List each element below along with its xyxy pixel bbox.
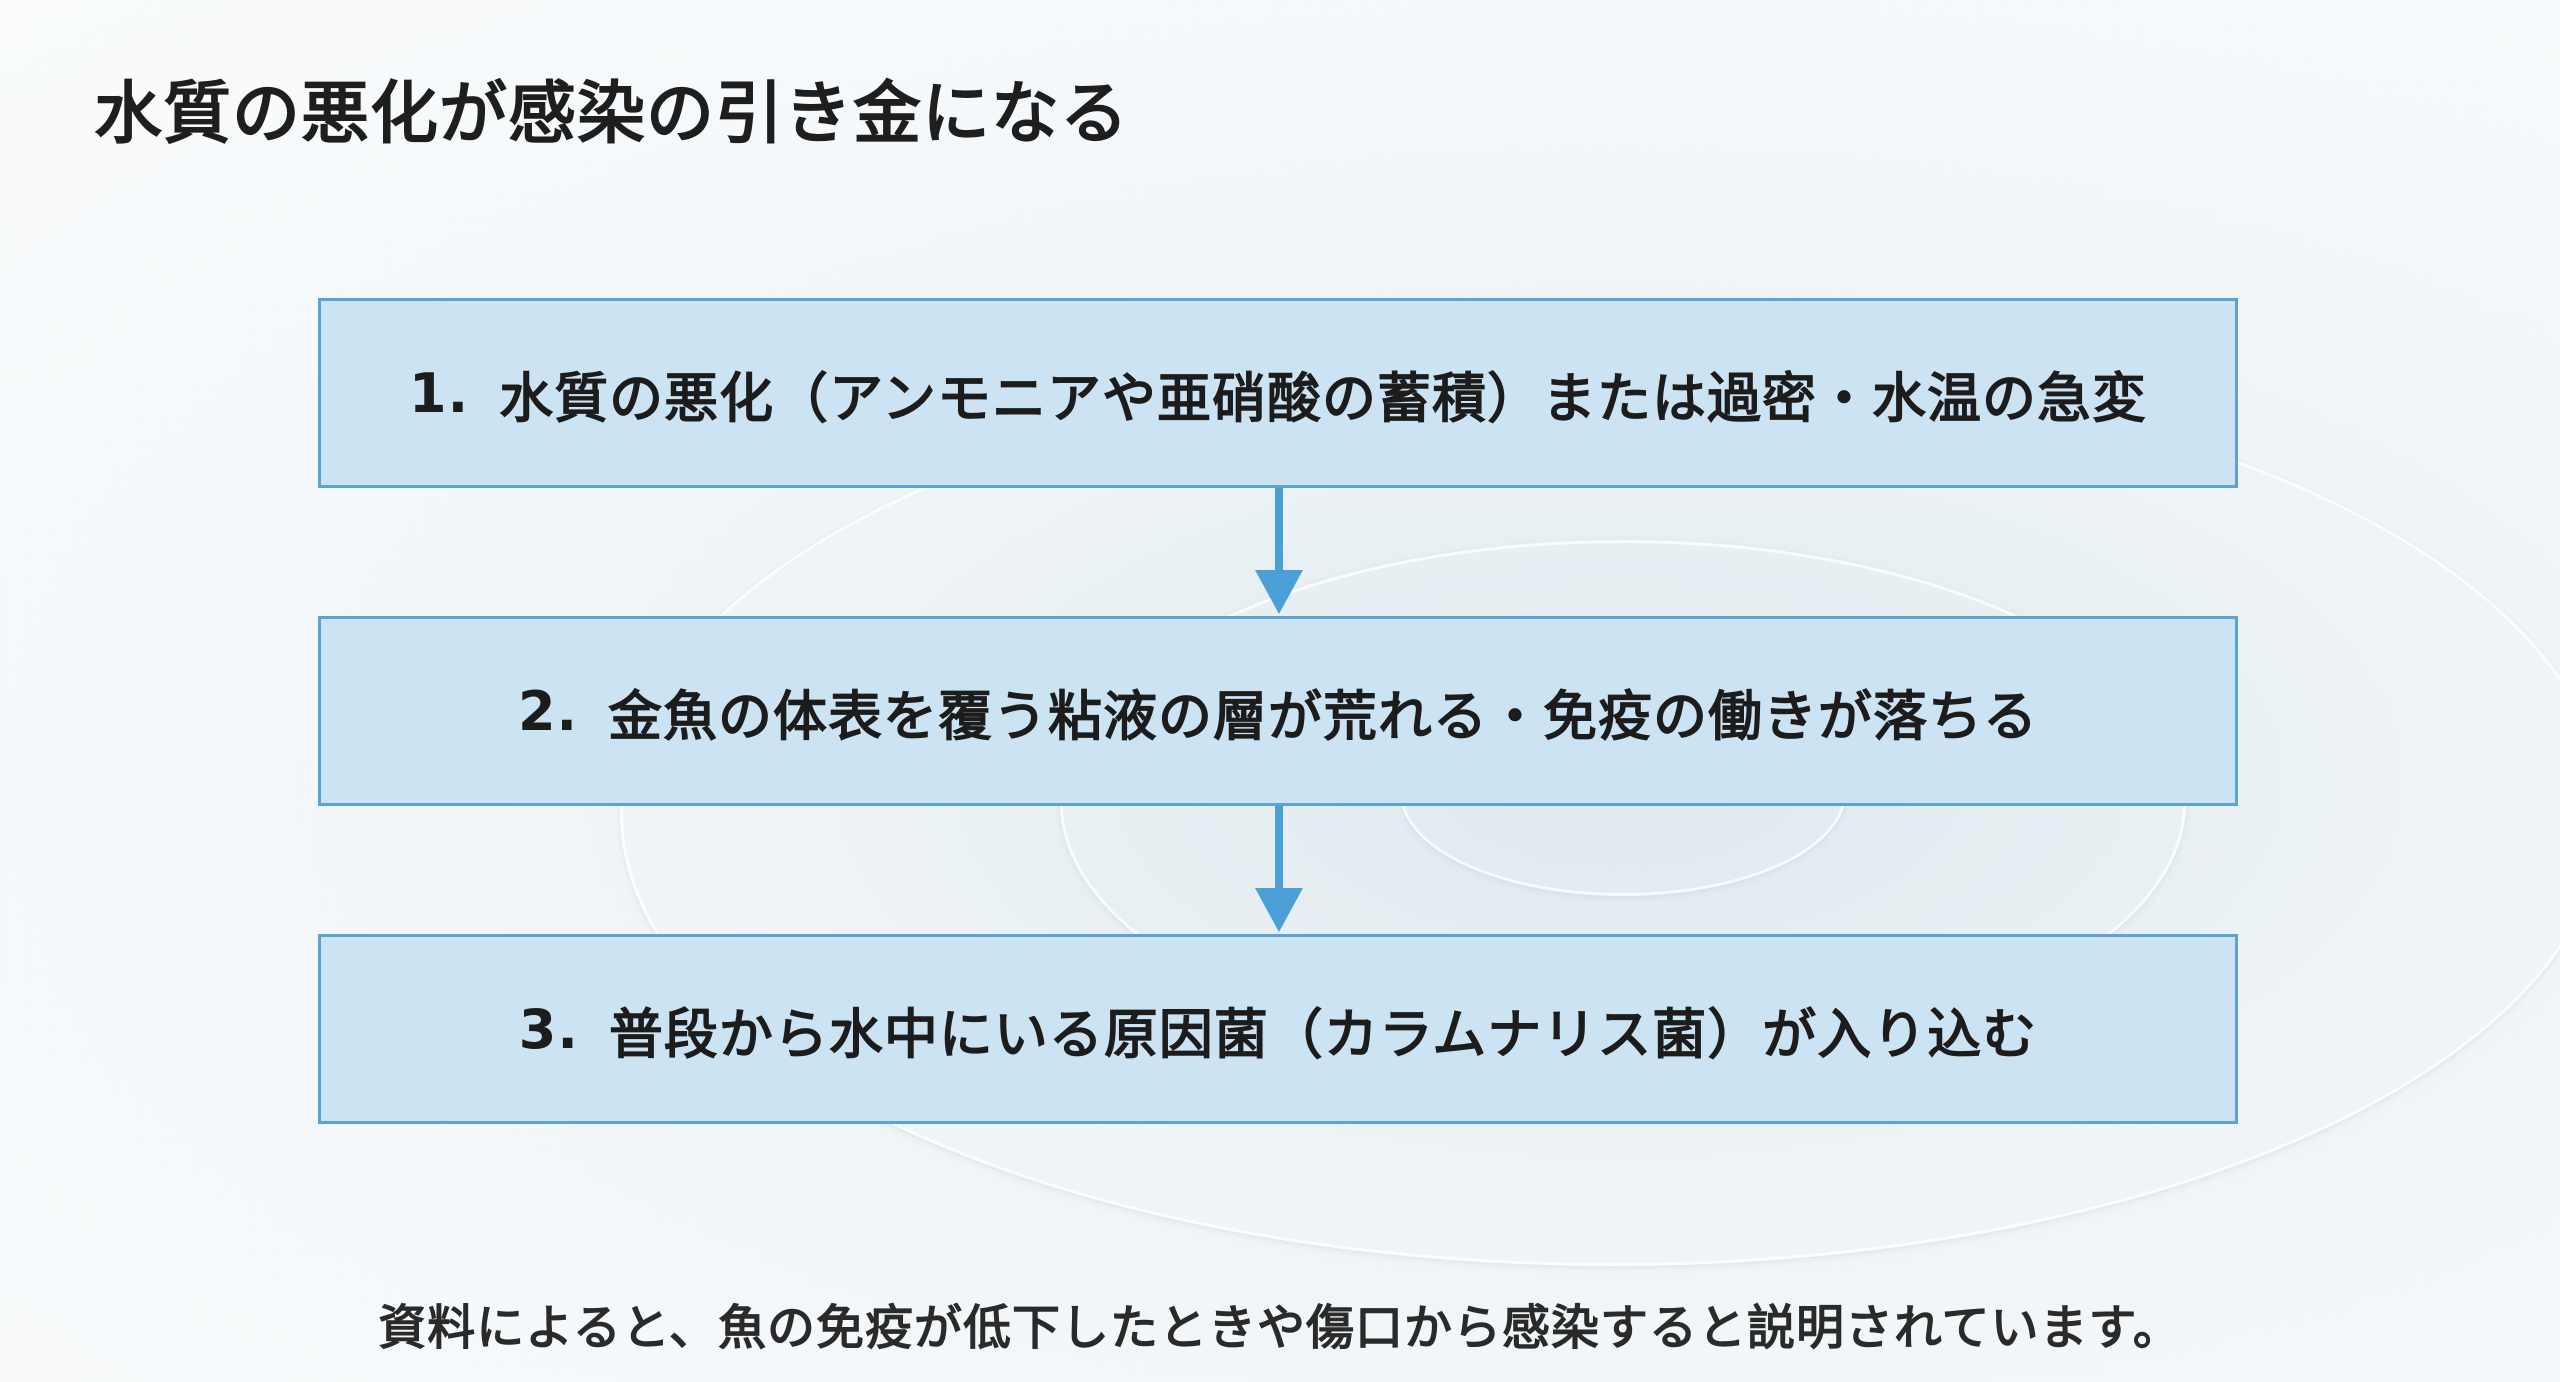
arrow-head: [1255, 888, 1303, 932]
step-number: 1.: [409, 361, 470, 425]
step-text: 金魚の体表を覆う粘液の層が荒れる・免疫の働きが落ちる: [608, 684, 2039, 748]
flow-diagram: 1. 水質の悪化（アンモニアや亜硝酸の蓄積）または過密・水温の急変 2. 金魚の…: [318, 298, 2244, 1124]
flow-step-2: 2. 金魚の体表を覆う粘液の層が荒れる・免疫の働きが落ちる: [318, 616, 2238, 806]
flow-step-1: 1. 水質の悪化（アンモニアや亜硝酸の蓄積）または過密・水温の急変: [318, 298, 2238, 488]
arrow-line: [1275, 806, 1283, 892]
caption-subtitle: 資料によると、魚の免疫が低下したときや傷口から感染すると説明されています。: [378, 1300, 2182, 1356]
down-arrow-icon: [318, 806, 2238, 934]
down-arrow-icon: [318, 488, 2238, 616]
step-number: 2.: [517, 679, 579, 743]
page-title: 水質の悪化が感染の引き金になる: [94, 75, 1130, 154]
arrow-line: [1275, 488, 1283, 574]
step-text: 普段から水中にいる原因菌（カラムナリス菌）が入り込む: [608, 1002, 2038, 1066]
flow-step-3: 3. 普段から水中にいる原因菌（カラムナリス菌）が入り込む: [318, 934, 2238, 1124]
step-text: 水質の悪化（アンモニアや亜硝酸の蓄積）または過密・水温の急変: [499, 366, 2147, 430]
step-number: 3.: [518, 997, 579, 1061]
arrow-head: [1255, 570, 1303, 614]
